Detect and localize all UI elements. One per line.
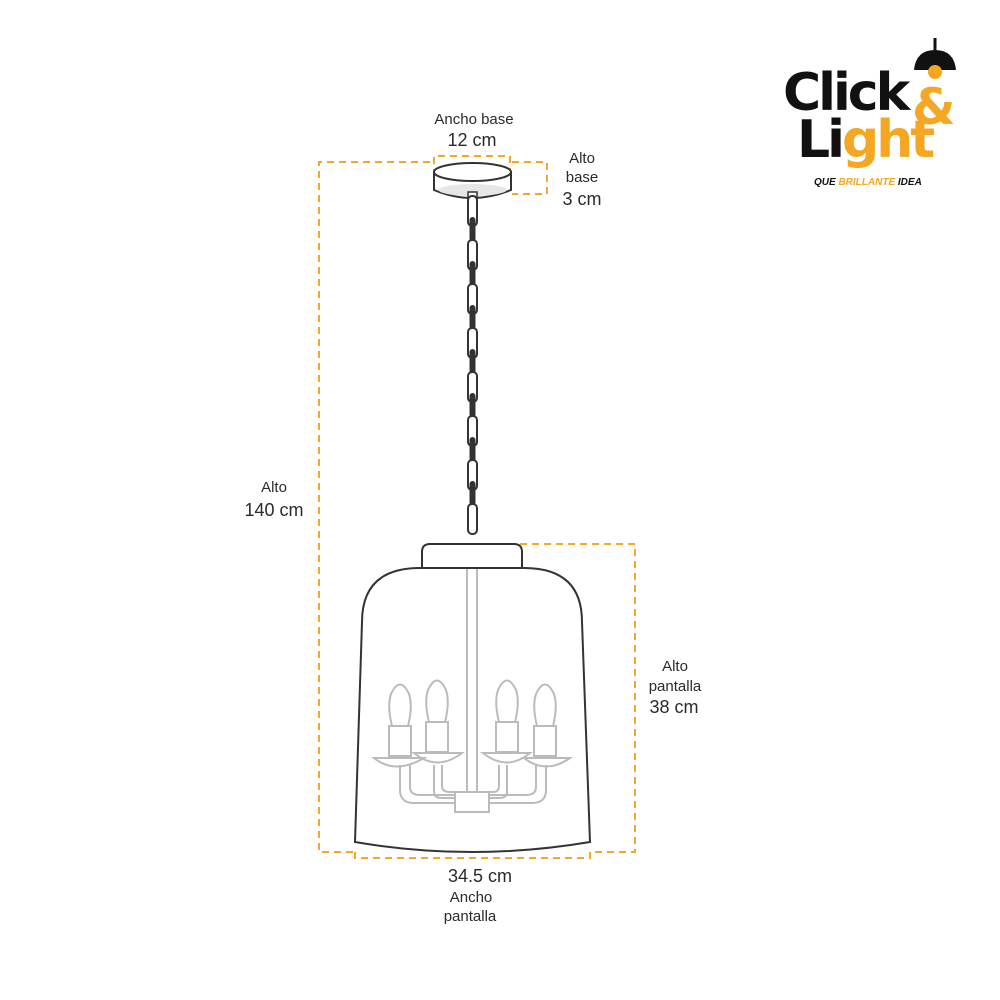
logo-word-light-b: ght (842, 110, 934, 170)
base-height-value: 3 cm (562, 189, 601, 209)
tagline-part-a: QUE (814, 177, 838, 188)
candelabra-hub (454, 791, 490, 813)
brand-logo: Click & Light QUE BRILLANTE IDEA (783, 38, 956, 188)
tagline-part-b: BRILLANTE (838, 177, 895, 188)
base-height-label-2: base (566, 169, 599, 186)
center-rod (466, 568, 478, 795)
bulb-3 (495, 679, 519, 723)
logo-word-light-a: Li (797, 110, 842, 170)
dimension-guides (318, 155, 636, 859)
shade-width-label-2: pantalla (444, 908, 497, 925)
shade-width-label-1: Ancho (450, 889, 493, 906)
base-width-value: 12 cm (447, 130, 496, 150)
base-height-label-1: Alto (569, 150, 595, 167)
logo-word-light: Light (797, 110, 934, 170)
bulb-2 (425, 679, 449, 723)
pendant-lamp-icon (914, 38, 956, 79)
shade-height-label-2: pantalla (649, 678, 702, 695)
bulb-1 (388, 683, 412, 727)
bulb-4 (533, 683, 557, 727)
candelabra (371, 679, 574, 813)
base-width-label: Ancho base (434, 111, 513, 128)
lamp-shade (353, 567, 592, 853)
shade-height-label-1: Alto (662, 658, 688, 675)
base-height-guide (512, 161, 548, 195)
tagline-part-c: IDEA (895, 177, 922, 188)
total-height-label: Alto (261, 479, 287, 496)
total-height-guide (318, 161, 430, 853)
total-height-value: 140 cm (244, 500, 303, 520)
ceiling-canopy (433, 162, 512, 201)
logo-word-click: Click (783, 63, 912, 123)
logo-ampersand: & (912, 78, 956, 136)
pendant-lamp (353, 162, 592, 853)
chain-link (467, 503, 478, 535)
shade-width-guide (354, 852, 591, 859)
dimension-labels: Ancho base 12 cm Alto base 3 cm Alto 140… (244, 111, 701, 925)
shade-width-value: 34.5 cm (448, 866, 512, 886)
shade-height-guide (520, 543, 636, 853)
logo-tagline: QUE BRILLANTE IDEA (814, 177, 922, 188)
chain (467, 195, 478, 535)
shade-cap (421, 543, 523, 568)
shade-height-value: 38 cm (649, 697, 698, 717)
